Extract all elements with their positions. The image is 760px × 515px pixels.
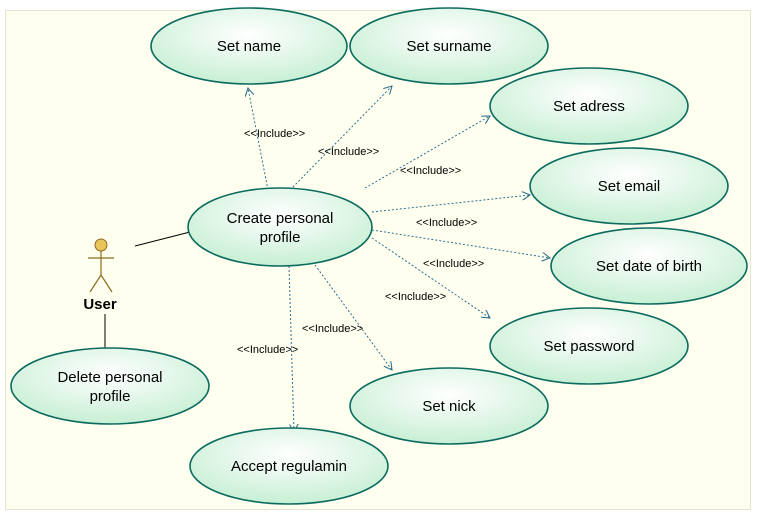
use-case-label: Set nick	[422, 398, 476, 415]
use-case-set-address[interactable]: Set adress	[489, 67, 689, 145]
include-set-nick	[314, 264, 392, 370]
include-set-address	[364, 116, 490, 189]
use-case-label: Set email	[598, 178, 661, 195]
use-case-label-line-2: profile	[260, 229, 301, 246]
include-set-password	[371, 237, 490, 318]
include-label-set-email: <<Include>>	[416, 217, 477, 229]
association-user-create	[134, 231, 191, 247]
use-case-set-date-of-birth[interactable]: Set date of birth	[550, 227, 748, 305]
use-case-label: Accept regulamin	[231, 458, 347, 475]
include-set-surname	[289, 86, 392, 191]
actor-name: User	[83, 296, 117, 313]
use-case-set-nick[interactable]: Set nick	[349, 367, 549, 445]
use-case-create-personal-profile[interactable]: Create personal profile	[187, 187, 373, 267]
use-case-label: Set adress	[553, 98, 625, 115]
include-label-set-birth: <<Include>>	[423, 258, 484, 270]
include-set-email	[371, 195, 530, 213]
use-case-label: Set date of birth	[596, 258, 702, 275]
use-case-label-line-1: Create personal	[227, 210, 334, 227]
use-case-delete-personal-profile[interactable]: Delete personal profile	[10, 347, 210, 425]
use-case-label: Set name	[217, 38, 281, 55]
use-case-set-name[interactable]: Set name	[150, 7, 348, 85]
include-label-set-nick: <<Include>>	[302, 323, 363, 335]
actor-head-icon	[94, 238, 108, 252]
include-label-set-name: <<Include>>	[244, 128, 305, 140]
actor-right-leg-icon	[100, 274, 113, 293]
actor-user[interactable]: User	[83, 238, 117, 313]
include-set-birth	[371, 229, 550, 258]
use-case-label: Set surname	[406, 38, 491, 55]
use-case-label-line-1: Delete personal	[57, 369, 162, 386]
include-label-accept-regulamin: <<Include>>	[237, 344, 298, 356]
include-label-set-address: <<Include>>	[400, 165, 461, 177]
use-case-accept-regulamin[interactable]: Accept regulamin	[189, 427, 389, 505]
use-case-label: Set password	[544, 338, 635, 355]
include-label-set-password: <<Include>>	[385, 291, 446, 303]
include-label-set-surname: <<Include>>	[318, 146, 379, 158]
use-case-label-line-2: profile	[90, 388, 131, 405]
use-case-set-password[interactable]: Set password	[489, 307, 689, 385]
use-case-set-email[interactable]: Set email	[529, 147, 729, 225]
use-case-set-surname[interactable]: Set surname	[349, 7, 549, 85]
include-set-name	[248, 88, 269, 191]
actor-left-leg-icon	[89, 274, 102, 293]
